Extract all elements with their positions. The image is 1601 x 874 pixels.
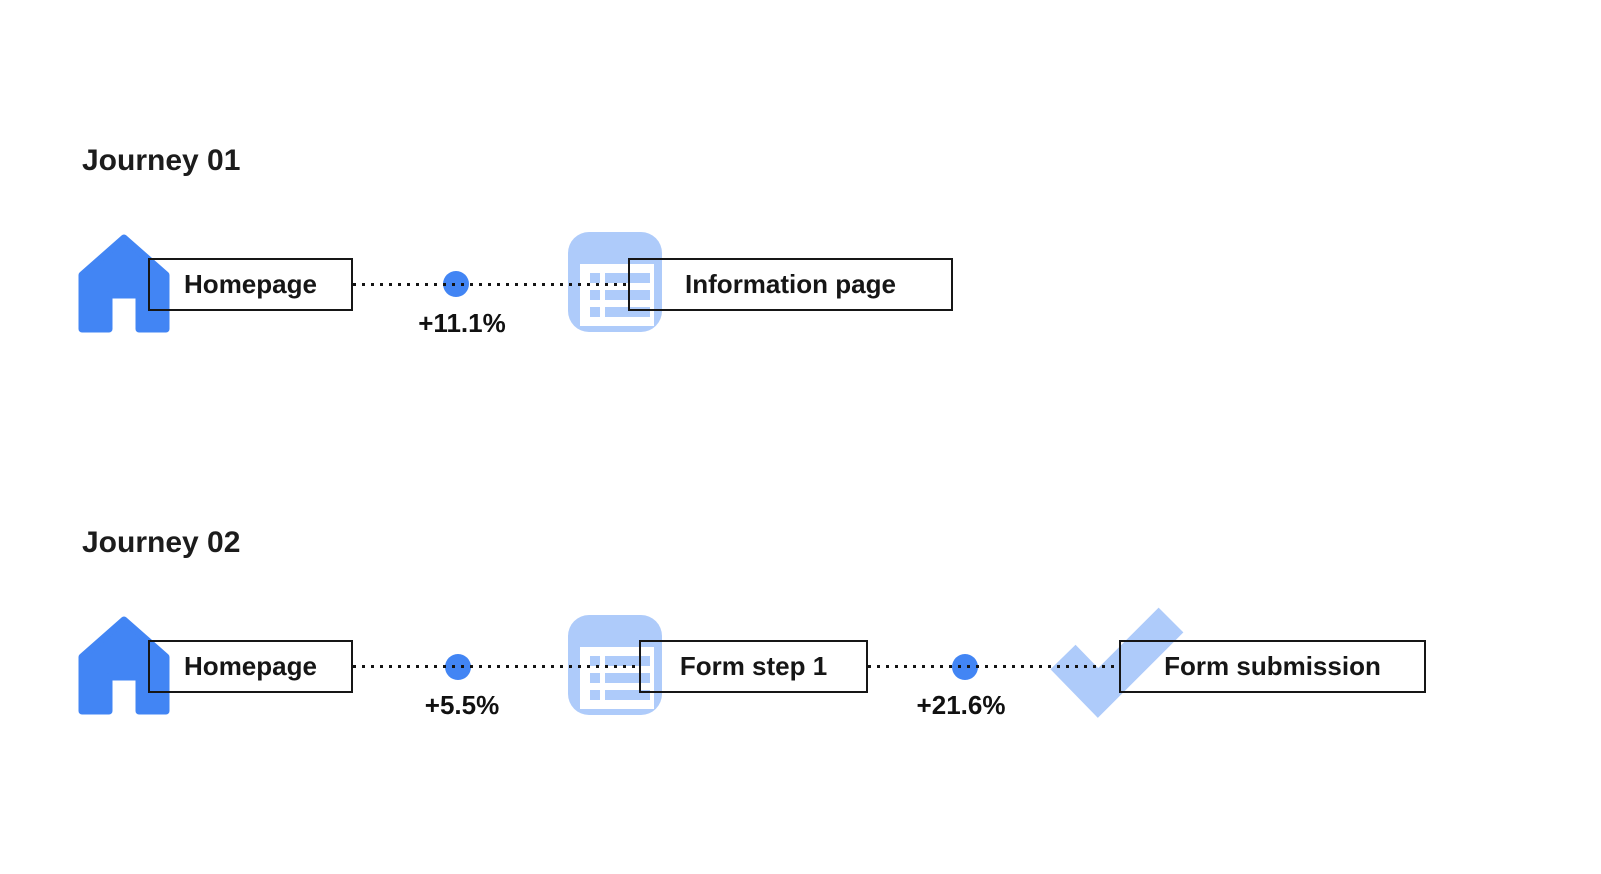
step-label-text: Form submission [1164,651,1381,681]
journey-02-title: Journey 02 [82,526,241,559]
list-row [590,690,654,700]
step-label-text: Homepage [184,651,317,681]
dotted-connector [353,665,639,668]
home-icon [78,616,170,715]
check-icon [1050,607,1184,718]
step-label-text: Form step 1 [679,651,828,681]
step-label-homepage: Homepage [148,640,353,693]
journey-01-title: Journey 01 [82,144,241,177]
list-row [590,656,654,666]
transition-delta: +21.6% [916,690,1006,720]
step-label-text: Homepage [184,269,317,299]
step-label-form-submission: Form submission [1119,640,1426,693]
dotted-connector [868,665,1119,668]
list-row [590,273,654,283]
list-row [590,290,654,300]
information-page-icon-body [580,264,654,326]
step-label-text: Information page [685,269,896,299]
step-label-form-step-1: Form step 1 [639,640,868,693]
form-page-icon [568,615,662,715]
step-label-homepage: Homepage [148,258,353,311]
transition-delta: +5.5% [424,690,500,720]
home-icon [78,234,170,333]
dotted-connector [353,283,631,286]
form-page-icon-body [580,647,654,709]
list-row [590,673,654,683]
information-page-icon [568,232,662,332]
step-label-information-page: Information page [628,258,953,311]
transition-delta: +11.1% [418,308,506,338]
list-row [590,307,654,317]
